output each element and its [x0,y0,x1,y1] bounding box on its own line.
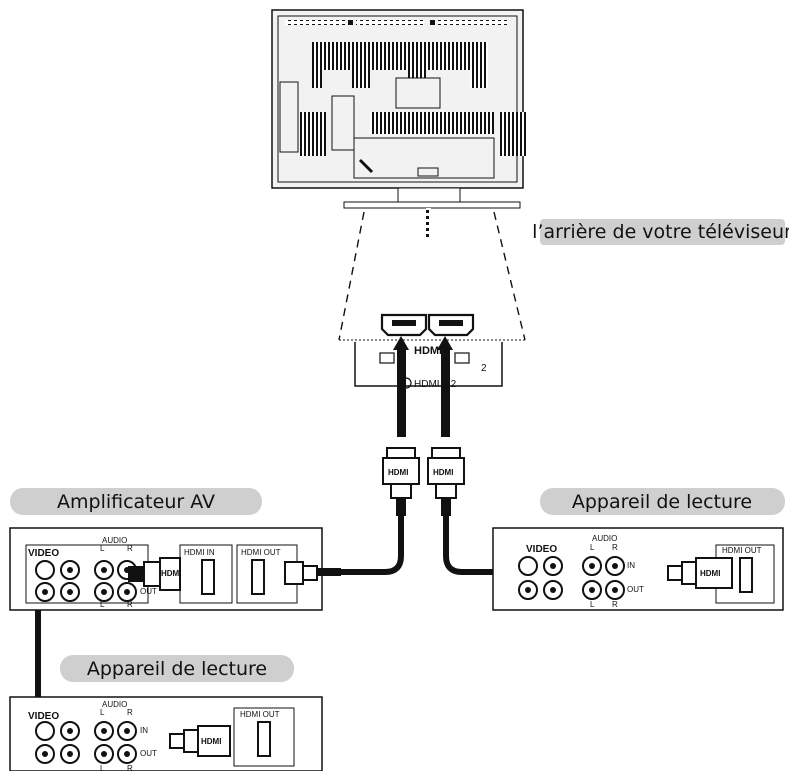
hdmi-port-caption: HDMI 1 2 [414,379,457,390]
svg-text:HDMI OUT: HDMI OUT [241,548,281,557]
svg-text:AUDIO: AUDIO [102,536,127,545]
svg-text:AUDIO: AUDIO [102,700,127,709]
label-player-bottom: Appareil de lecture [60,655,294,682]
label-amplifier: Amplificateur AV [10,488,262,515]
svg-text:HDMI: HDMI [433,468,453,477]
hdmi-plug-to-tv-2: HDMI [427,447,465,516]
player-bottom-plug-text: HDMI [201,737,221,746]
amp-hdmi-out-port [251,559,265,595]
player-right-panel: VIDEO AUDIO L R L R IN OUT HDMI OUT [492,527,784,611]
svg-text:R: R [127,708,133,717]
tv-right-grill [500,112,526,156]
av-amplifier-panel: VIDEO AUDIO L R L R IN OUT HDMI IN HDMI … [9,527,341,611]
svg-text:OUT: OUT [140,587,157,596]
connection-arrows [393,336,453,437]
svg-text:VIDEO: VIDEO [526,544,557,555]
svg-text:l’arrière de votre téléviseur: l’arrière de votre téléviseur [532,221,789,243]
amp-in-plug-text: HDMI [161,569,181,578]
svg-text:HDMI: HDMI [388,468,408,477]
player-bottom-hdmi-port [257,721,271,757]
svg-text:L: L [100,600,105,609]
tv-cable-clip [426,208,431,240]
svg-text:AUDIO: AUDIO [592,534,617,543]
svg-text:R: R [612,600,618,609]
svg-text:Amplificateur AV: Amplificateur AV [57,491,215,513]
svg-text:R: R [127,544,133,553]
svg-text:L: L [590,543,595,552]
label-tv-back: l’arrière de votre téléviseur [532,219,789,245]
port-2-number: 2 [481,363,487,374]
player-right-plug-text: HDMI [700,569,720,578]
tv-left-grill [300,112,326,156]
zoom-guides [338,211,526,341]
svg-text:OUT: OUT [140,749,157,758]
svg-text:L: L [100,544,105,553]
tv-upper-grill [312,42,488,70]
tv-top-vent [285,20,345,25]
svg-text:Appareil de lecture: Appareil de lecture [572,491,752,513]
tv-rear [271,9,526,240]
svg-text:IN: IN [140,726,148,735]
svg-text:R: R [127,600,133,609]
svg-text:VIDEO: VIDEO [28,711,59,722]
svg-text:L: L [100,708,105,717]
svg-text:Appareil de lecture: Appareil de lecture [87,658,267,680]
player-right-hdmi-port [739,557,753,593]
player-bottom-panel: VIDEO AUDIO L R L R IN OUT HDMI OUT [9,696,323,771]
svg-text:OUT: OUT [627,585,644,594]
svg-text:R: R [127,764,133,771]
hdmi-logo: HDMI [414,345,442,357]
svg-text:HDMI IN: HDMI IN [184,548,215,557]
svg-text:HDMI OUT: HDMI OUT [240,710,280,719]
hdmi-plug-to-tv-1: HDMI [382,447,420,516]
svg-text:IN: IN [627,561,635,570]
svg-text:L: L [590,600,595,609]
svg-text:L: L [100,764,105,771]
amp-hdmi-in-port [201,559,215,595]
tv-hdmi-panel: HDMI 1 2 HDMI 1 2 [354,313,503,390]
svg-text:R: R [612,543,618,552]
svg-text:HDMI OUT: HDMI OUT [722,546,762,555]
label-player-right: Appareil de lecture [540,488,785,515]
svg-text:VIDEO: VIDEO [28,548,59,559]
